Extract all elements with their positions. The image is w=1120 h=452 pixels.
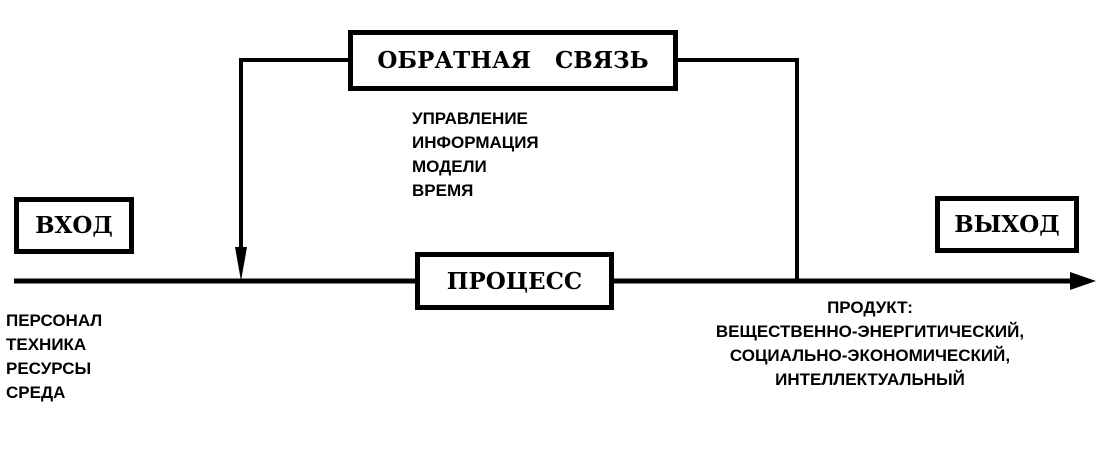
input-list-item: ТЕХНИКА [6,335,87,354]
feedback-line-right [676,58,799,281]
product-list-item: ВЕЩЕСТВЕННО-ЭНЕРГИТИЧЕСКИЙ, [715,322,1025,341]
feedback-line-left [239,58,348,262]
process-box: ПРОЦЕСС [415,252,614,310]
feedback-arrowhead [235,247,247,281]
product-list-item: СОЦИАЛЬНО-ЭКОНОМИЧЕСКИЙ, [729,346,1011,365]
feedback-list: УПРАВЛЕНИЕ ИНФОРМАЦИЯ МОДЕЛИ ВРЕМЯ [412,107,539,203]
output-arrowhead [1070,272,1096,290]
product-list-item: ИНТЕЛЛЕКТУАЛЬНЫЙ [775,370,965,389]
feedback-box: ОБРАТНАЯ СВЯЗЬ [348,30,678,91]
product-list-heading: ПРОДУКТ: [827,298,913,317]
input-list-item: ПЕРСОНАЛ [6,311,103,330]
input-list: ПЕРСОНАЛ ТЕХНИКА РЕСУРСЫ СРЕДА [6,309,102,405]
product-list: ПРОДУКТ: ВЕЩЕСТВЕННО-ЭНЕРГИТИЧЕСКИЙ, СОЦ… [680,296,1060,392]
feedback-list-item: УПРАВЛЕНИЕ [412,109,528,128]
feedback-list-item: ИНФОРМАЦИЯ [412,133,539,152]
output-box: ВЫХОД [935,196,1079,253]
input-box: ВХОД [14,197,134,254]
feedback-list-item: МОДЕЛИ [412,157,487,176]
input-list-item: РЕСУРСЫ [6,359,92,378]
feedback-list-item: ВРЕМЯ [412,181,474,200]
input-list-item: СРЕДА [6,383,66,402]
